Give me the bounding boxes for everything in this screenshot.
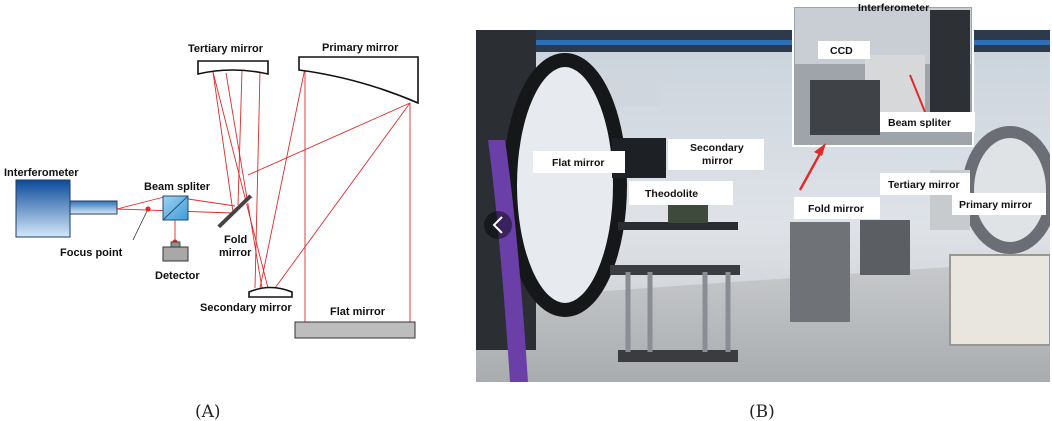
callout-arrow bbox=[798, 149, 824, 191]
panel-a-schematic: Interferometer Focus point Beam spliter … bbox=[4, 42, 419, 421]
interferometer-tube bbox=[69, 200, 118, 215]
ray-tertiary-to-secondary-a bbox=[212, 71, 269, 289]
label-fold-mirror-line2: mirror bbox=[219, 247, 252, 259]
tag-primary-mirror: Primary mirror bbox=[959, 199, 1032, 211]
primary-mirror bbox=[298, 56, 419, 105]
tag-beam-splitter: Beam spliter bbox=[888, 117, 951, 129]
ray-secondary-to-primary-b bbox=[274, 102, 411, 289]
optical-rays bbox=[116, 67, 411, 322]
fold-mirror bbox=[217, 194, 253, 229]
photo-prev-arrow[interactable] bbox=[484, 211, 512, 239]
chevron-left-icon bbox=[492, 216, 503, 234]
flat-mirror bbox=[294, 321, 416, 339]
label-fold-mirror-line1: Fold bbox=[224, 234, 247, 246]
ray-splitter-up bbox=[116, 195, 169, 210]
label-focus-point: Focus point bbox=[60, 247, 123, 259]
ray-cross bbox=[247, 102, 411, 176]
tag-fold-mirror: Fold mirror bbox=[808, 203, 864, 215]
inset-arrow bbox=[909, 74, 926, 113]
label-detector: Detector bbox=[155, 270, 200, 282]
tag-flat-mirror: Flat mirror bbox=[552, 157, 605, 169]
focus-point-leader bbox=[132, 210, 148, 241]
label-tertiary-mirror: Tertiary mirror bbox=[188, 43, 264, 55]
label-flat-mirror: Flat mirror bbox=[330, 306, 386, 318]
interferometer-body bbox=[15, 179, 71, 238]
ray-tertiary-to-secondary-b bbox=[254, 71, 261, 289]
ray-tertiary-to-secondary-c bbox=[225, 72, 263, 289]
tag-secondary-mirror-line1: Secondary bbox=[690, 142, 744, 154]
ray-fold-to-tertiary-b bbox=[237, 69, 243, 206]
label-beam-splitter: Beam spliter bbox=[144, 181, 211, 193]
label-primary-mirror: Primary mirror bbox=[322, 42, 399, 54]
tertiary-mirror bbox=[197, 60, 269, 76]
label-interferometer: Interferometer bbox=[4, 167, 79, 179]
caption-b: (B) bbox=[749, 402, 775, 421]
beam-splitter-diagonal bbox=[162, 195, 189, 221]
tag-theodolite: Theodolite bbox=[645, 188, 698, 200]
tag-tertiary-mirror: Tertiary mirror bbox=[888, 179, 960, 191]
panel-b-photo: Interferometer CCD Beam spliter Flat mir… bbox=[476, 2, 1050, 421]
tag-secondary-mirror-line2: mirror bbox=[702, 155, 733, 167]
ray-fold-to-tertiary-a bbox=[212, 71, 234, 213]
tag-ccd: CCD bbox=[830, 45, 853, 57]
ray-secondary-to-primary-a bbox=[259, 67, 306, 289]
detector-head bbox=[170, 241, 181, 248]
photo-primary-mirror bbox=[962, 126, 1050, 254]
focus-point-marker bbox=[145, 206, 151, 212]
tag-interferometer: Interferometer bbox=[858, 2, 929, 14]
caption-a: (A) bbox=[195, 402, 221, 421]
detector-body bbox=[162, 246, 189, 262]
photo-flat-mirror bbox=[503, 53, 627, 317]
label-secondary-mirror: Secondary mirror bbox=[200, 302, 292, 314]
secondary-mirror bbox=[248, 286, 293, 298]
